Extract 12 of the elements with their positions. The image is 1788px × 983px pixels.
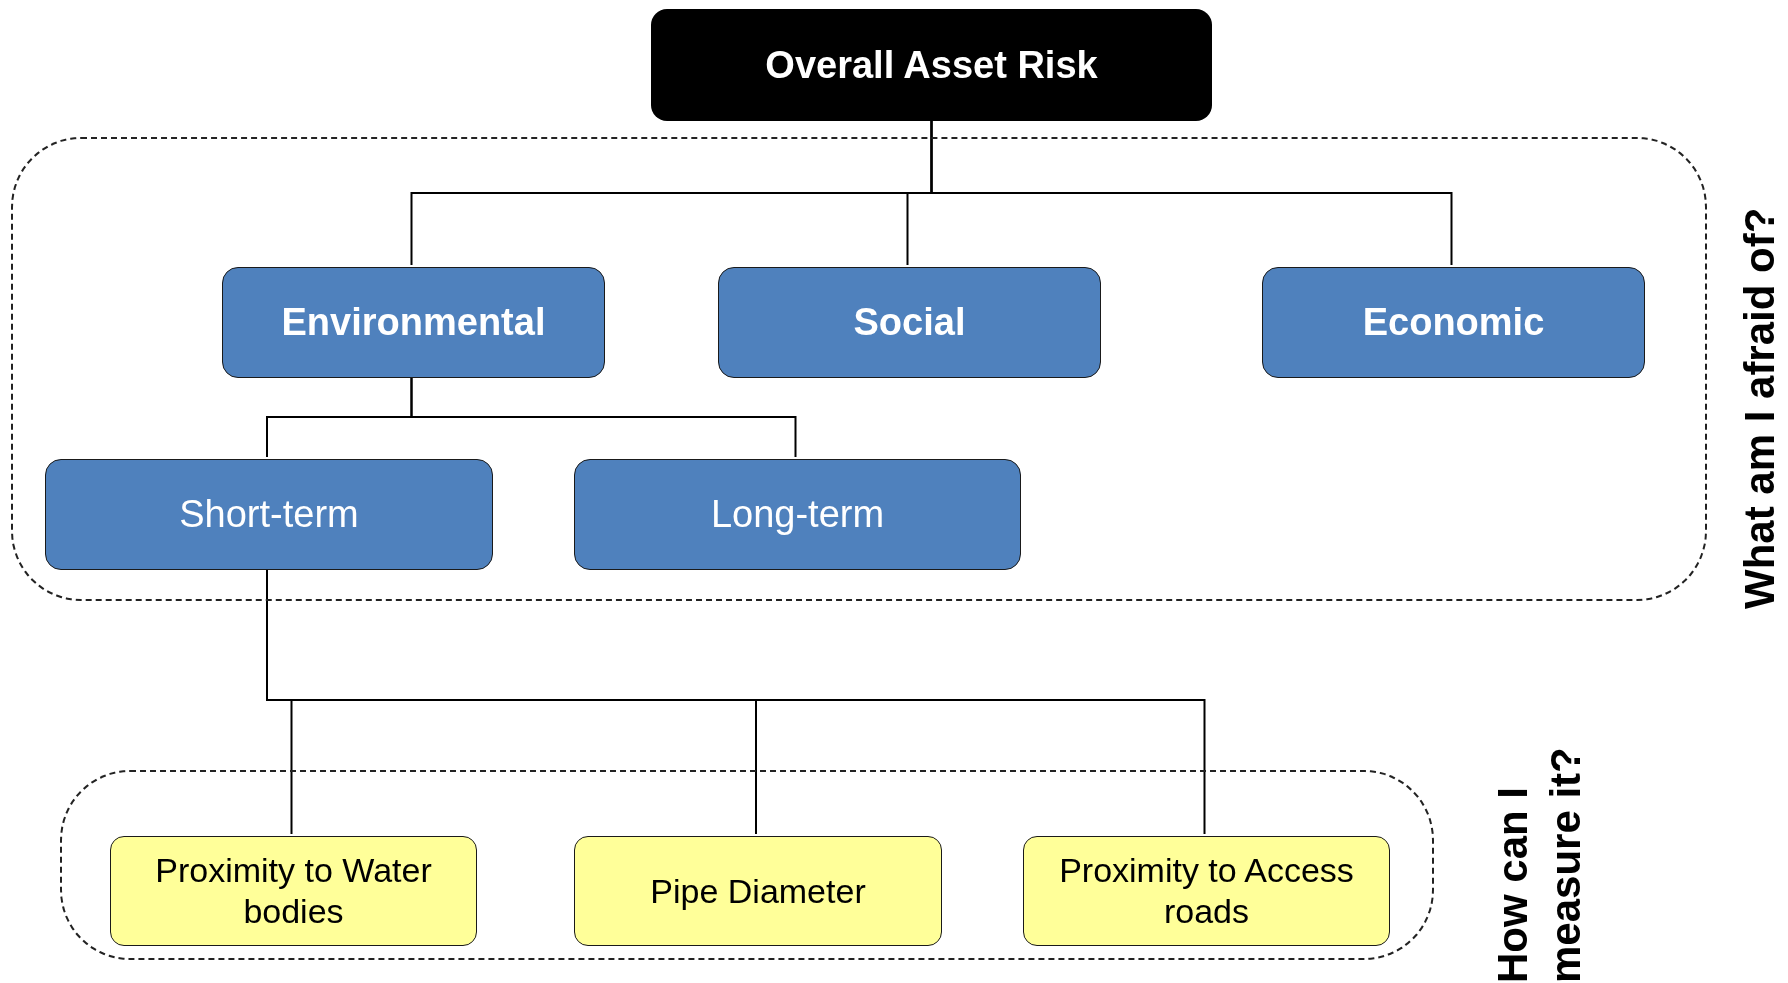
- category-box: Long-term: [574, 459, 1021, 570]
- connector-line: [930, 120, 1453, 266]
- category-box: Social: [718, 267, 1101, 378]
- measure-box: Pipe Diameter: [574, 836, 942, 946]
- group-heading: What am I afraid of?: [1735, 206, 1784, 609]
- category-box: Short-term: [45, 459, 493, 570]
- group-heading: How can I measure it?: [1488, 746, 1590, 983]
- measure-box: Proximity to Water bodies: [110, 836, 477, 946]
- root-box: Overall Asset Risk: [651, 9, 1212, 121]
- category-box: Environmental: [222, 267, 605, 378]
- category-box: Economic: [1262, 267, 1645, 378]
- measure-box: Proximity to Access roads: [1023, 836, 1390, 946]
